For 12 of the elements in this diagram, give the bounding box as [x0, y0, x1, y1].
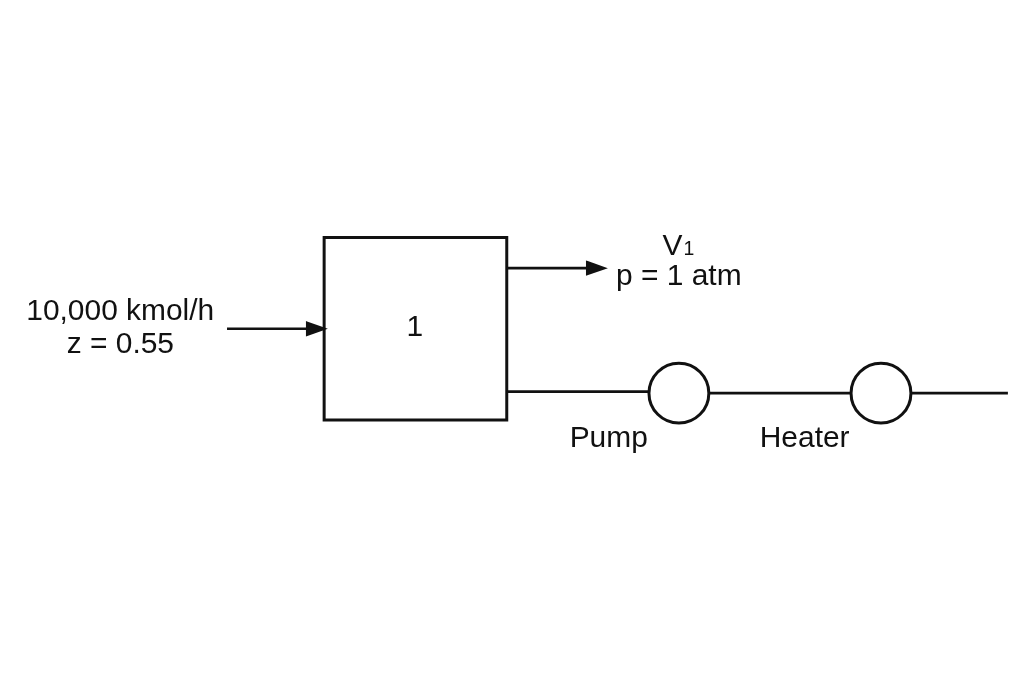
connector	[506, 390, 649, 393]
node-circle	[647, 361, 711, 425]
node-label: Pump	[569, 420, 648, 454]
node-text: V1 p = 1 atm	[616, 228, 742, 292]
node-box: 1	[322, 235, 509, 422]
node-circle	[849, 361, 913, 425]
node-text: 10,000 kmol/h z = 0.55	[26, 292, 215, 359]
arrow	[506, 260, 608, 276]
node-label: Heater	[759, 420, 850, 454]
connector	[911, 391, 1008, 395]
arrow	[227, 321, 328, 337]
connector	[709, 391, 851, 395]
